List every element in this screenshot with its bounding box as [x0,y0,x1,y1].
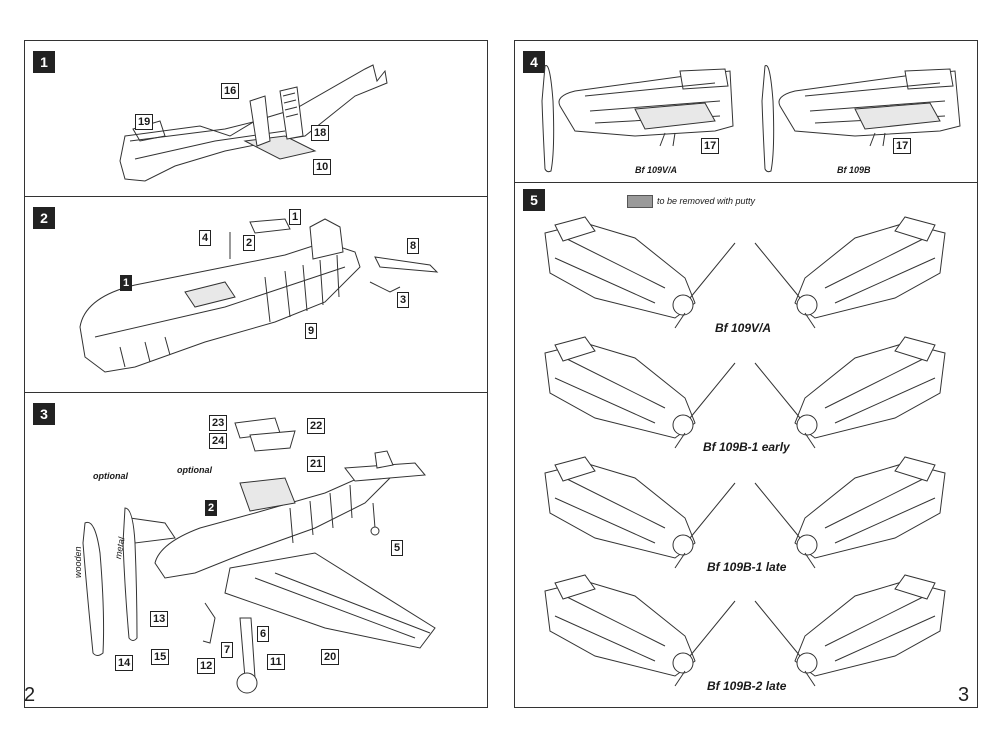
variant-label: Bf 109B-1 early [703,440,790,454]
callout-10: 10 [313,159,332,175]
nose-view-right-4 [754,574,946,687]
step-number: 2 [33,207,55,229]
callout-9: 9 [305,323,318,339]
fuselage-assembly-drawing [79,218,439,373]
sub-step-ref: 2 [205,500,218,516]
page-number-right: 3 [958,684,970,706]
wooden-label: wooden [73,546,83,578]
final-assembly-drawing [82,417,436,694]
callout-5: 5 [391,540,404,556]
nose-view-right-3 [754,456,946,569]
callout-13: 13 [150,611,169,627]
optional-label: optional [93,471,128,481]
step-5-panel: 5 to be removed with putty Bf 109V/A Bf … [514,182,978,708]
callout-16: 16 [221,83,240,99]
step-3-panel: 3 23 22 24 21 2 5 13 7 6 12 11 14 15 20 … [24,392,488,708]
nose-view-right-1 [754,216,946,329]
nose-view-right-2 [754,336,946,449]
variant-label-b: Bf 109B [837,165,871,175]
callout-3: 3 [397,292,410,308]
step-number: 3 [33,403,55,425]
callout-19: 19 [135,114,154,130]
callout-18: 18 [311,125,330,141]
callout-8: 8 [407,238,420,254]
step-4-panel: 4 17 17 Bf 109V/A Bf 109B [514,40,978,184]
step-number: 4 [523,51,545,73]
optional-label: optional [177,465,212,475]
callout-14: 14 [115,655,134,671]
callout-15: 15 [151,649,170,665]
sub-step-ref: 1 [120,275,133,291]
page-number-left: 2 [24,684,36,706]
callout-12: 12 [197,658,216,674]
callout-6: 6 [257,626,270,642]
callout-21: 21 [307,456,326,472]
nose-view-left-3 [544,456,736,569]
callout-1: 1 [289,209,302,225]
landing-gear-bay-drawing-a [541,64,734,173]
variant-label-a: Bf 109V/A [635,165,678,175]
step-number: 5 [523,189,545,211]
variant-label: Bf 109B-1 late [707,560,787,574]
callout-7: 7 [221,642,234,658]
callout-24: 24 [209,433,228,449]
variant-label: Bf 109V/A [715,321,772,335]
callout-23: 23 [209,415,228,431]
nose-view-left-1 [544,216,736,329]
putty-legend-swatch [627,195,653,208]
putty-legend-label: to be removed with putty [657,196,756,206]
callout-4: 4 [199,230,212,246]
variant-label: Bf 109B-2 late [707,679,787,693]
step-number: 1 [33,51,55,73]
callout-17: 17 [893,138,912,154]
nose-view-left-2 [544,336,736,449]
callout-20: 20 [321,649,340,665]
callout-2: 2 [243,235,256,251]
landing-gear-bay-drawing-b [761,64,961,173]
callout-17: 17 [701,138,720,154]
step-1-panel: 1 16 19 18 10 [24,40,488,198]
callout-22: 22 [307,418,326,434]
step-2-panel: 2 1 1 4 2 8 3 9 [24,196,488,394]
cockpit-floor-drawing [119,64,388,182]
callout-11: 11 [267,654,285,670]
nose-view-left-4 [544,574,736,687]
